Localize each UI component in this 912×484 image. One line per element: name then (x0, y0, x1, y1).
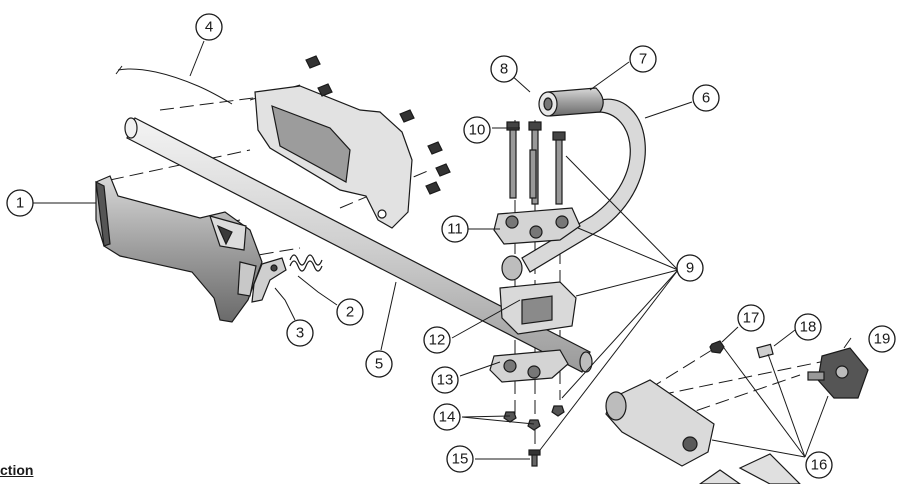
svg-text:1: 1 (16, 195, 24, 212)
svg-text:17: 17 (743, 310, 760, 327)
coupler-housing (605, 379, 801, 484)
callout-10: 10 (463, 116, 491, 144)
leader-lines (33, 40, 852, 460)
clamp-bolts (506, 121, 566, 205)
cable-and-cover (115, 65, 413, 229)
svg-text:9: 9 (686, 260, 694, 277)
lower-clamp (489, 349, 569, 383)
bottom-screw (528, 449, 541, 467)
callout-8: 8 (490, 55, 518, 83)
callout-1: 1 (6, 189, 34, 217)
svg-text:14: 14 (439, 409, 456, 426)
callout-4: 4 (195, 13, 223, 41)
callout-9: 9 (676, 254, 704, 282)
shaft-tube (124, 117, 593, 373)
svg-text:19: 19 (874, 331, 891, 348)
callout-18: 18 (794, 313, 822, 341)
svg-text:12: 12 (429, 332, 446, 349)
callout-11: 11 (441, 215, 469, 243)
svg-text:10: 10 (469, 122, 486, 139)
svg-text:8: 8 (500, 61, 508, 78)
callout-13: 13 (431, 366, 459, 394)
upper-clamp (493, 207, 581, 245)
svg-text:18: 18 (800, 319, 817, 336)
cover-screws (305, 55, 451, 195)
callout-7: 7 (629, 45, 657, 73)
spring (289, 254, 323, 272)
svg-text:11: 11 (447, 221, 463, 238)
callout-14: 14 (433, 403, 461, 431)
callout-19: 19 (868, 325, 896, 353)
svg-text:3: 3 (296, 325, 304, 342)
callout-12: 12 (423, 326, 451, 354)
svg-text:13: 13 (437, 372, 454, 389)
callout-6: 6 (692, 84, 720, 112)
nuts (503, 405, 565, 431)
middle-clamp (499, 281, 577, 335)
svg-text:2: 2 (346, 304, 354, 321)
knob-assembly (709, 340, 869, 399)
trigger (251, 257, 287, 303)
callout-16: 16 (805, 451, 833, 479)
svg-text:7: 7 (639, 51, 647, 68)
svg-text:15: 15 (452, 451, 469, 468)
svg-text:5: 5 (375, 356, 383, 373)
loop-handle (501, 87, 646, 281)
svg-text:6: 6 (702, 90, 710, 107)
section-caption: ction (0, 462, 34, 478)
svg-text:4: 4 (205, 19, 213, 36)
callout-17: 17 (737, 304, 765, 332)
callout-15: 15 (446, 445, 474, 473)
callout-5: 5 (365, 350, 393, 378)
svg-text:16: 16 (811, 457, 828, 474)
callout-2: 2 (336, 298, 364, 326)
throttle-handle (95, 175, 263, 323)
callout-3: 3 (286, 319, 314, 347)
